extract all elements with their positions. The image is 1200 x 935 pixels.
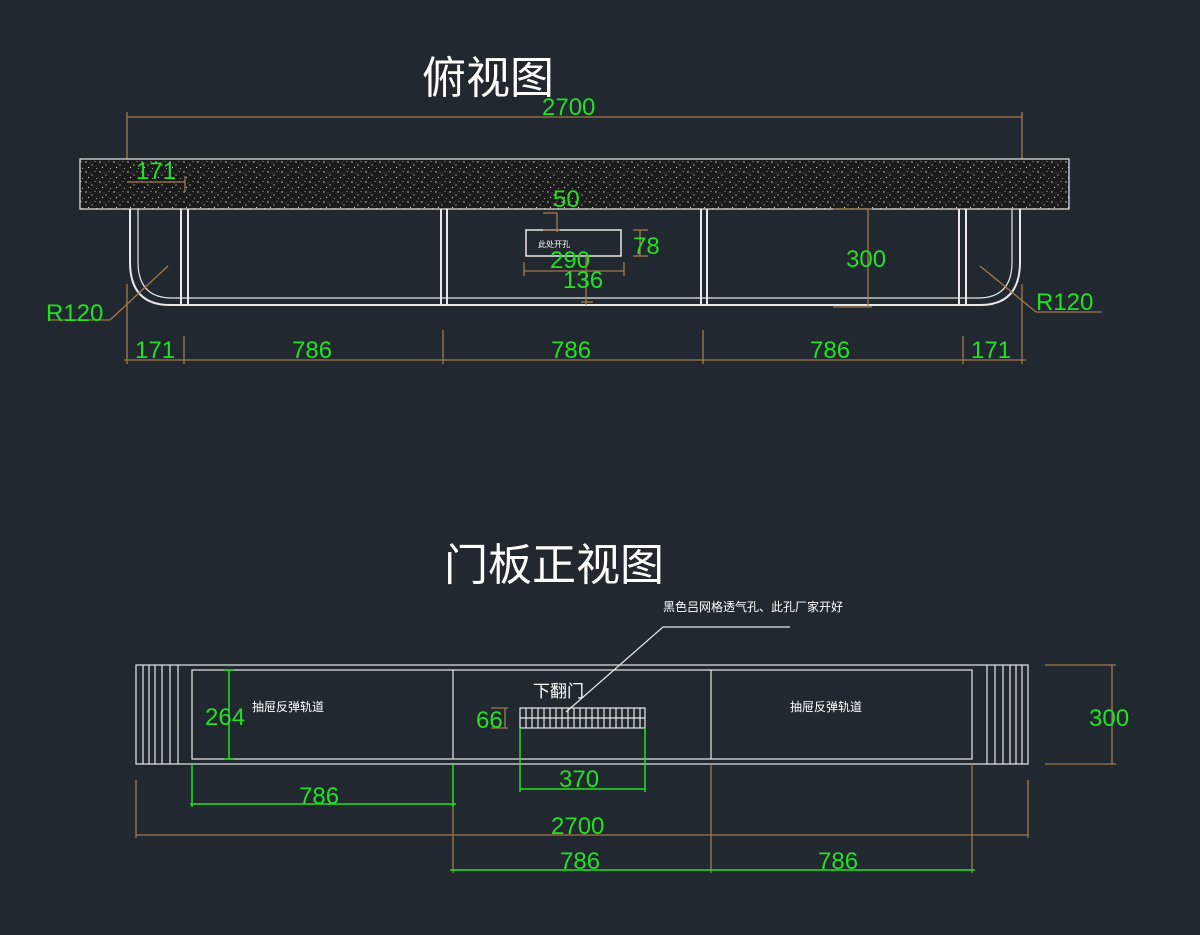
dim-2700-top: 2700: [542, 94, 595, 121]
dim-786-2: 786: [551, 337, 591, 364]
radius-left: R120: [46, 300, 103, 327]
dimension-264: 264: [205, 669, 245, 760]
front-view: 门板正视图 黑色吕网格透气孔、此孔厂家开好: [135, 540, 1129, 875]
dim-171-right: 171: [971, 337, 1011, 364]
dim-78: 78: [633, 233, 660, 260]
dimension-total-front: 2700: [135, 780, 1029, 840]
cabinet-body-top: [129, 209, 1021, 306]
dim-290: 290: [550, 247, 590, 274]
vent-grille: [519, 707, 646, 729]
dimension-total-top: 2700: [126, 94, 1023, 192]
dim-2700-front: 2700: [551, 813, 604, 840]
right-panel-note: 抽屉反弹轨道: [790, 700, 862, 714]
dimension-136: 136: [563, 256, 603, 305]
vent-note: 黑色吕网格透气孔、此孔厂家开好: [663, 599, 843, 614]
left-panel-note: 抽屉反弹轨道: [252, 700, 324, 714]
dim-136: 136: [563, 267, 603, 294]
dim-370: 370: [559, 766, 599, 793]
radius-leader-right: R120: [979, 265, 1102, 316]
dim-66: 66: [476, 707, 503, 734]
dim-786-right-front: 786: [818, 848, 858, 875]
dim-50: 50: [553, 186, 580, 213]
dimension-50: 50: [543, 186, 580, 232]
front-view-title: 门板正视图: [444, 540, 664, 591]
dimension-786-left-front: 786: [190, 764, 456, 810]
door-label: 下翻门: [533, 682, 584, 702]
dimension-300-front: 300: [1045, 664, 1129, 765]
hole-note: 此处开孔: [538, 239, 570, 249]
dim-171-left: 171: [135, 337, 175, 364]
vent-leader: 黑色吕网格透气孔、此孔厂家开好: [565, 599, 843, 713]
dimension-chain-top: 171 786 786 786 171: [124, 284, 1026, 364]
dimension-370: 370: [519, 728, 646, 793]
cabinet-front: [135, 664, 1029, 765]
dim-786-left-front: 786: [299, 783, 339, 810]
dim-171-top: 171: [136, 158, 176, 185]
radius-leader-left: R120: [46, 265, 169, 327]
dimension-78: 78: [633, 229, 660, 260]
dimension-66: 66: [476, 707, 508, 734]
top-view: 俯视图 2700 171: [46, 53, 1102, 364]
dimension-290: 290: [523, 247, 625, 276]
radius-right: R120: [1036, 289, 1093, 316]
dimension-786-chain-front: 786 786: [450, 764, 975, 875]
hole-box: [525, 229, 622, 257]
countertop-slab: [79, 158, 1070, 210]
dimension-300-top: 300: [833, 208, 886, 308]
top-view-title: 俯视图: [422, 53, 554, 104]
dim-786-3: 786: [810, 337, 850, 364]
dim-786-1: 786: [292, 337, 332, 364]
dim-786-mid-front: 786: [560, 848, 600, 875]
dim-300-top: 300: [846, 246, 886, 273]
dimension-171-slab: 171: [127, 158, 186, 192]
dim-264: 264: [205, 704, 245, 731]
dim-300-front: 300: [1089, 705, 1129, 732]
